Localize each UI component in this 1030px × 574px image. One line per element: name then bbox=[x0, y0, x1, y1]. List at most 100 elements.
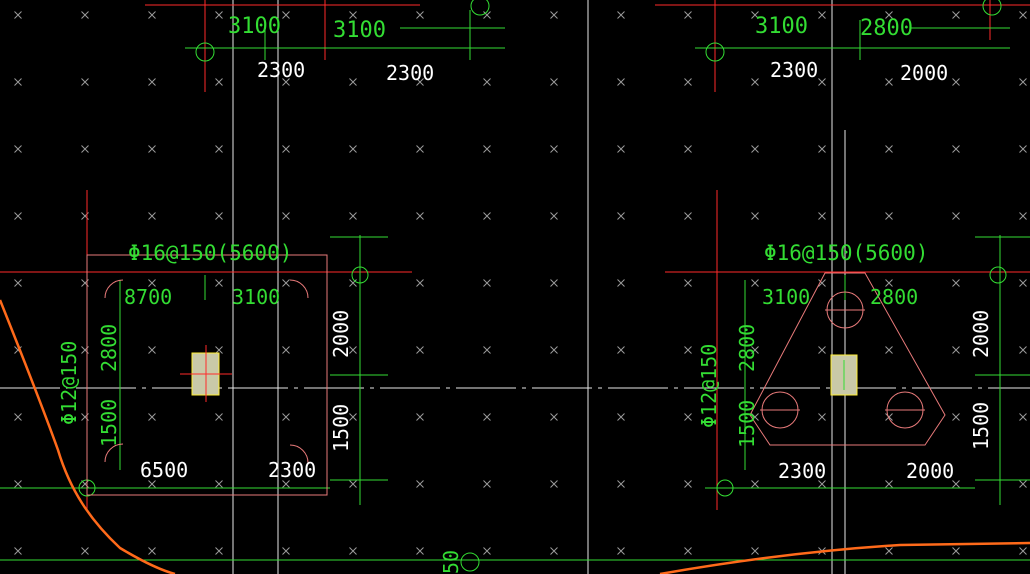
grid-snap-mark bbox=[282, 480, 290, 488]
grid-snap-mark bbox=[416, 78, 424, 86]
grid-snap-mark bbox=[550, 145, 558, 153]
grid-snap-mark bbox=[148, 279, 156, 287]
grid-snap-mark bbox=[349, 346, 357, 354]
grid-snap-mark bbox=[818, 480, 826, 488]
site-boundary-line-right bbox=[659, 541, 1030, 574]
dimension-lines bbox=[0, 10, 1030, 561]
grid-snap-mark bbox=[1019, 279, 1027, 287]
grid-snap-mark bbox=[282, 212, 290, 220]
grid-snap-mark bbox=[81, 78, 89, 86]
top-left-dim-b: 3100 bbox=[333, 18, 386, 43]
grid-snap-mark bbox=[148, 11, 156, 19]
grid-snap-mark bbox=[416, 11, 424, 19]
grid-snap-mark bbox=[550, 480, 558, 488]
grid-snap-mark bbox=[416, 413, 424, 421]
top-right-coord-b: 2000 bbox=[900, 61, 948, 85]
grid-snap-mark bbox=[148, 346, 156, 354]
grid-snap-mark bbox=[617, 480, 625, 488]
grid-snap-mark bbox=[550, 11, 558, 19]
grid-snap-mark bbox=[684, 78, 692, 86]
grid-snap-mark bbox=[818, 413, 826, 421]
grid-snap-mark bbox=[416, 145, 424, 153]
grid-snap-mark bbox=[550, 279, 558, 287]
grid-snap-mark bbox=[1019, 346, 1027, 354]
grid-snap-mark bbox=[550, 413, 558, 421]
grid-snap-mark bbox=[1019, 413, 1027, 421]
grid-snap-mark bbox=[617, 547, 625, 555]
grid-snap-mark bbox=[483, 547, 491, 555]
grid-snap-mark bbox=[215, 480, 223, 488]
grid-snap-mark bbox=[952, 11, 960, 19]
right-coord-bottom-left: 2300 bbox=[778, 459, 826, 483]
right-dim-right-lower: 1500 bbox=[969, 402, 993, 450]
grid-snap-mark bbox=[349, 480, 357, 488]
grid-snap-mark bbox=[952, 212, 960, 220]
right-pilecap-outline bbox=[749, 272, 946, 446]
grid-snap-mark bbox=[483, 346, 491, 354]
grid-snap-mark bbox=[818, 279, 826, 287]
grid-snap-mark bbox=[684, 11, 692, 19]
grid-snap-mark bbox=[282, 11, 290, 19]
left-dim-top-right: 3100 bbox=[232, 285, 280, 309]
grid-snap-mark bbox=[416, 346, 424, 354]
grid-snap-mark bbox=[349, 145, 357, 153]
grid-snap-mark bbox=[14, 279, 22, 287]
grid-snap-mark bbox=[349, 279, 357, 287]
grid-snap-mark bbox=[885, 413, 893, 421]
grid-snap-mark bbox=[684, 212, 692, 220]
grid-snap-mark bbox=[885, 11, 893, 19]
grid-snap-mark bbox=[550, 547, 558, 555]
grid-snap-mark bbox=[818, 346, 826, 354]
grid-snap-mark bbox=[349, 413, 357, 421]
grid-snap-mark bbox=[349, 78, 357, 86]
grid-snap-mark bbox=[215, 212, 223, 220]
grid-snap-mark bbox=[885, 547, 893, 555]
grid-snap-mark bbox=[751, 212, 759, 220]
left-dim-left-upper: 2800 bbox=[97, 324, 121, 372]
left-rebar-top-label: Φ16@150(5600) bbox=[128, 241, 292, 265]
grid-snap-mark bbox=[1019, 145, 1027, 153]
right-dim-left-upper: 2800 bbox=[735, 324, 759, 372]
grid-snap-mark bbox=[14, 480, 22, 488]
grid-snap-mark bbox=[215, 78, 223, 86]
grid-snap-mark bbox=[550, 346, 558, 354]
grid-snap-mark bbox=[617, 413, 625, 421]
grid-snap-mark bbox=[282, 78, 290, 86]
grid-snap-mark bbox=[416, 547, 424, 555]
grid-snap-mark bbox=[684, 145, 692, 153]
grid-snap-mark bbox=[483, 413, 491, 421]
grid-snap-mark bbox=[1019, 78, 1027, 86]
grid-snap-mark bbox=[751, 547, 759, 555]
grid-snap-mark bbox=[952, 547, 960, 555]
grid-snap-mark bbox=[416, 212, 424, 220]
grid-snap-mark bbox=[81, 145, 89, 153]
grid-snap-mark bbox=[282, 547, 290, 555]
grid-snap-mark bbox=[818, 78, 826, 86]
grid-snap-mark bbox=[617, 11, 625, 19]
grid-snap-mark bbox=[952, 279, 960, 287]
grid-snap-mark bbox=[282, 279, 290, 287]
grid-snap-mark bbox=[14, 145, 22, 153]
right-dim-left-lower: 1500 bbox=[735, 400, 759, 448]
grid-snap-mark bbox=[1019, 480, 1027, 488]
grid-snap-mark bbox=[684, 279, 692, 287]
grid-snap-mark bbox=[14, 212, 22, 220]
grid-snap-mark bbox=[148, 78, 156, 86]
grid-snap-mark bbox=[751, 346, 759, 354]
right-dim-right-upper: 2000 bbox=[969, 310, 993, 358]
grid-snap-mark bbox=[885, 145, 893, 153]
top-left-coord-b: 2300 bbox=[386, 61, 434, 85]
grid-snap-mark bbox=[215, 413, 223, 421]
grid-snap-mark bbox=[282, 413, 290, 421]
top-right-dim-a: 3100 bbox=[755, 14, 808, 39]
left-dim-top-left: 8700 bbox=[124, 285, 172, 309]
top-left-dim-a: 3100 bbox=[228, 14, 281, 39]
grid-snap-mark bbox=[14, 547, 22, 555]
grid-snap-mark bbox=[751, 145, 759, 153]
grid-snap-mark bbox=[684, 346, 692, 354]
grid-snap-mark bbox=[617, 145, 625, 153]
left-rebar-side-label: Φ12@150 bbox=[57, 341, 81, 425]
grid-snap-mark bbox=[885, 480, 893, 488]
grid-snap-mark bbox=[818, 11, 826, 19]
